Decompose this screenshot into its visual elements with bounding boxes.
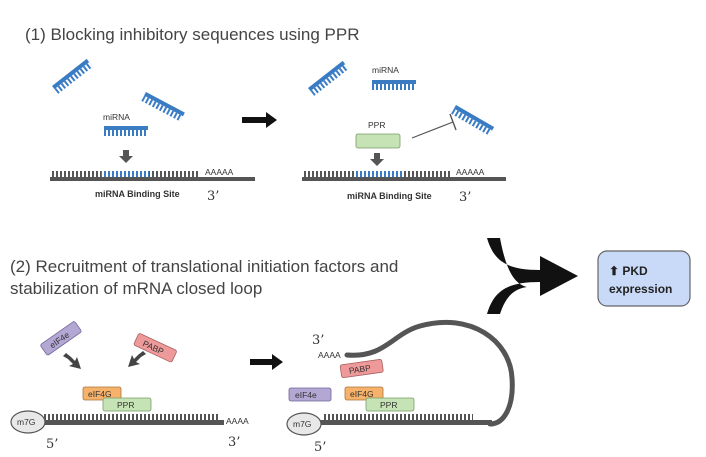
three-prime-label-4: 3’ xyxy=(312,333,324,348)
ppr-box-1 xyxy=(355,133,401,149)
mrna-strand-4 xyxy=(318,414,492,425)
pabp-bound-label: PABP xyxy=(348,363,372,376)
pabp-free: PABP xyxy=(133,333,177,363)
elf4g-box-1 xyxy=(82,386,122,401)
polyA-tail-1: AAAAA xyxy=(205,167,234,177)
pkd-label: ⬆ PKD xyxy=(609,264,648,278)
expression-label: expression xyxy=(609,282,672,296)
elf4g-box-2 xyxy=(344,386,384,401)
m7g-label-2: m7G xyxy=(293,419,311,429)
mirna-label: miRNA xyxy=(103,112,130,122)
inhibition-line xyxy=(411,113,457,139)
right-arrow-2 xyxy=(250,354,283,370)
pkd-expression-box xyxy=(597,250,691,307)
polyA-tail-2: AAAAA xyxy=(456,167,485,177)
elf4g-label-1: eIF4G xyxy=(88,389,112,399)
m7g-cap-2 xyxy=(286,412,322,436)
mirna-free-3 xyxy=(308,60,349,96)
mrna-strand-1 xyxy=(50,171,255,181)
binding-site-label-2: miRNA Binding Site xyxy=(347,191,432,201)
panel1-title: (1) Blocking inhibitory sequences using … xyxy=(25,25,360,44)
mirna-free-4 xyxy=(372,80,416,90)
mirna-free-2 xyxy=(141,92,185,122)
down-arrow-1 xyxy=(119,150,133,163)
three-prime-label-1: 3’ xyxy=(207,189,219,204)
mirna-blocked xyxy=(451,105,495,136)
mirna-label-2: miRNA xyxy=(372,65,399,75)
elf4e-bound xyxy=(288,387,332,402)
elf4e-free: eIF4e xyxy=(40,321,82,356)
panel2-title-line2: stabilization of mRNA closed loop xyxy=(10,279,262,298)
mirna-free-1 xyxy=(52,58,93,94)
mrna-strand-2 xyxy=(302,171,506,181)
polyA-tail-3: AAAA xyxy=(226,416,249,426)
arrow-elf4e xyxy=(63,353,81,369)
down-arrow-2 xyxy=(370,153,384,166)
three-prime-label-2: 3’ xyxy=(459,190,471,205)
polyA-tail-4: AAAA xyxy=(318,350,341,360)
five-prime-label-1: 5’ xyxy=(46,437,58,452)
elf4g-label-2: eIF4G xyxy=(350,389,374,399)
merge-arrow xyxy=(487,238,578,314)
ppr-box-2 xyxy=(102,397,152,412)
panel2-title-line1: (2) Recruitment of translational initiat… xyxy=(10,257,398,276)
ppr-label-3: PPR xyxy=(380,400,397,410)
ppr-box-3 xyxy=(365,397,415,412)
mrna-loop xyxy=(344,319,515,427)
ppr-label-2: PPR xyxy=(117,400,134,410)
right-arrow-1 xyxy=(242,112,277,128)
ppr-label: PPR xyxy=(368,120,385,130)
three-prime-label-3: 3’ xyxy=(228,435,240,450)
elf4e-bound-label: eIF4e xyxy=(295,390,317,400)
mrna-strand-3 xyxy=(40,414,224,425)
m7g-label-1: m7G xyxy=(17,417,35,427)
m7g-cap-1 xyxy=(10,410,46,434)
pabp-bound: PABP xyxy=(339,359,384,379)
binding-site-label-1: miRNA Binding Site xyxy=(95,189,180,199)
mirna-binding xyxy=(104,126,148,136)
arrow-pabp xyxy=(128,351,146,367)
five-prime-label-2: 5’ xyxy=(314,440,326,455)
